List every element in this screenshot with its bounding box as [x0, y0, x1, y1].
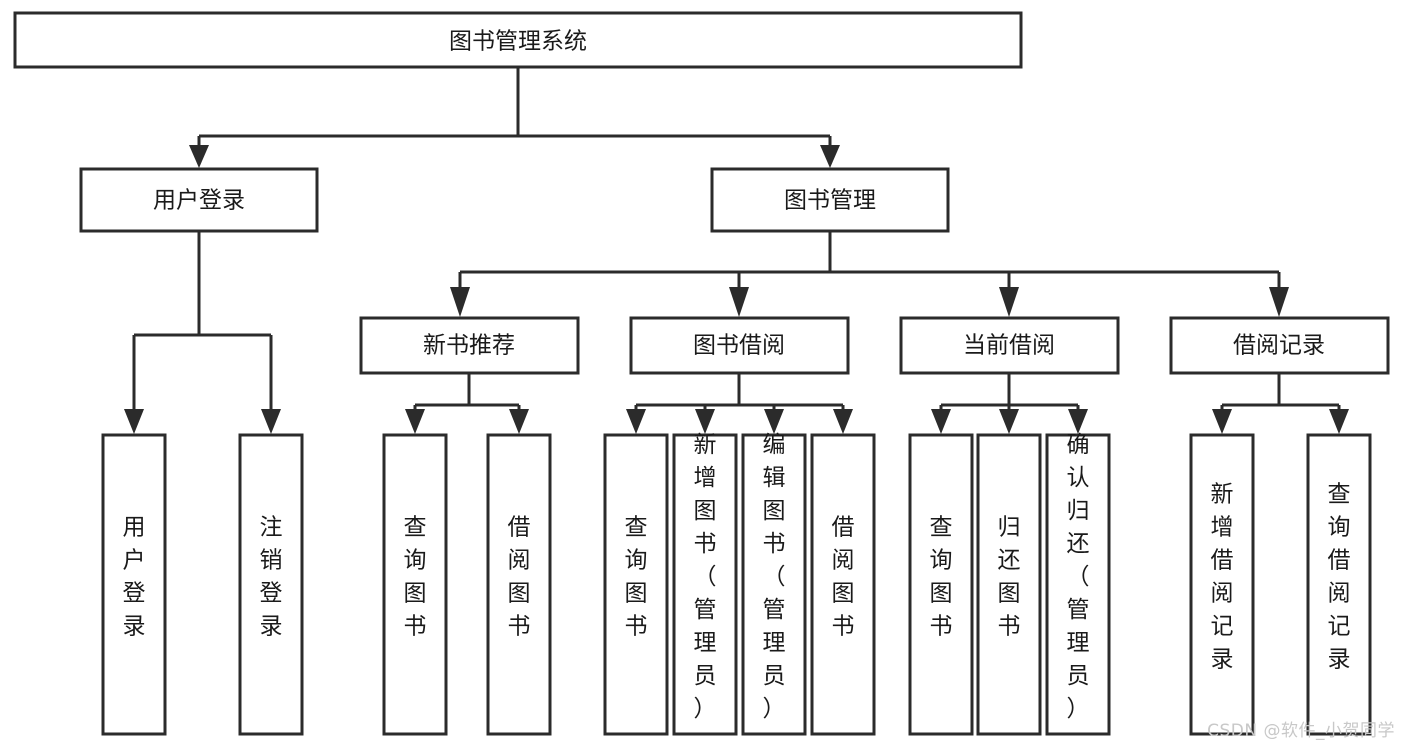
arrow-bookmgmt-to-newbook-icon — [450, 287, 470, 317]
node-leaf-12[interactable]: 新增借阅记录 — [1189, 433, 1255, 736]
node-leaf-1-box[interactable] — [101, 433, 167, 736]
node-login-box[interactable] — [79, 167, 319, 233]
arrow-borrow-to-leaf6-icon — [695, 409, 715, 434]
node-login-label: 用户登录 — [153, 188, 245, 214]
node-leaf-8[interactable]: 借阅图书 — [810, 433, 876, 736]
node-leaf-3-label: 查询图书 — [404, 515, 427, 640]
node-leaf-13-label: 查询借阅记录 — [1328, 482, 1351, 673]
node-leaf-3[interactable]: 查询图书 — [382, 433, 448, 736]
node-bookmgmt-label: 图书管理 — [784, 188, 876, 214]
node-leaf-2-label: 注销登录 — [260, 515, 283, 640]
node-leaf-2-box[interactable] — [238, 433, 304, 736]
node-leaf-9-label: 查询图书 — [930, 515, 953, 640]
node-leaf-2[interactable]: 注销登录 — [238, 433, 304, 736]
arrow-root-to-bookmgmt-icon — [820, 145, 840, 168]
connector-layer — [124, 67, 1349, 434]
node-leaf-6-label: 新增图书（管理员） — [694, 432, 717, 722]
node-leaf-12-label: 新增借阅记录 — [1211, 482, 1234, 673]
node-newbook[interactable]: 新书推荐 — [359, 316, 580, 375]
arrow-current-to-leaf9-icon — [931, 409, 951, 434]
node-leaf-10[interactable]: 归还图书 — [976, 433, 1042, 736]
node-leaf-7-label: 编辑图书（管理员） — [763, 432, 786, 722]
arrow-login-to-leaf2-icon — [261, 409, 281, 434]
node-leaf-11-box[interactable] — [1045, 433, 1111, 736]
arrow-bookmgmt-to-borrow-icon — [729, 287, 749, 317]
node-leaf-5-label: 查询图书 — [625, 515, 648, 640]
arrow-bookmgmt-to-current-icon — [999, 287, 1019, 317]
node-leaf-5-box[interactable] — [603, 433, 669, 736]
node-leaf-3-box[interactable] — [382, 433, 448, 736]
node-borrow-box[interactable] — [629, 316, 850, 375]
arrow-current-to-leaf11-icon — [1068, 409, 1088, 434]
node-current-box[interactable] — [899, 316, 1120, 375]
node-leaf-9[interactable]: 查询图书 — [908, 433, 974, 736]
arrow-borrow-to-leaf7-icon — [764, 409, 784, 434]
node-leaf-11-label: 确认归还（管理员） — [1067, 432, 1090, 722]
node-leaf-6[interactable]: 新增图书（管理员） — [672, 432, 738, 736]
node-leaf-1-label: 用户登录 — [123, 515, 146, 640]
node-leaf-8-label: 借阅图书 — [832, 515, 855, 640]
node-leaf-10-box[interactable] — [976, 433, 1042, 736]
node-borrow-label: 图书借阅 — [693, 333, 785, 359]
node-login[interactable]: 用户登录 — [79, 167, 319, 233]
node-newbook-box[interactable] — [359, 316, 580, 375]
node-leaf-4[interactable]: 借阅图书 — [486, 433, 552, 736]
node-leaf-4-box[interactable] — [486, 433, 552, 736]
node-current-label: 当前借阅 — [963, 333, 1055, 359]
arrow-records-to-leaf13-icon — [1329, 409, 1349, 434]
arrow-root-to-login-icon — [189, 145, 209, 168]
node-leaf-9-box[interactable] — [908, 433, 974, 736]
node-root-label: 图书管理系统 — [449, 29, 587, 55]
arrow-bookmgmt-to-records-icon — [1269, 287, 1289, 317]
arrow-borrow-to-leaf8-icon — [833, 409, 853, 434]
node-current[interactable]: 当前借阅 — [899, 316, 1120, 375]
arrow-borrow-to-leaf5-icon — [626, 409, 646, 434]
node-leaf-13[interactable]: 查询借阅记录 — [1306, 433, 1372, 736]
node-leaf-11[interactable]: 确认归还（管理员） — [1045, 432, 1111, 736]
node-leaf-6-box[interactable] — [672, 433, 738, 736]
node-borrow[interactable]: 图书借阅 — [629, 316, 850, 375]
arrow-newbook-to-leaf3-icon — [405, 409, 425, 434]
node-leaf-4-label: 借阅图书 — [508, 515, 531, 640]
node-leaf-10-label: 归还图书 — [998, 515, 1021, 640]
node-leaf-8-box[interactable] — [810, 433, 876, 736]
node-leaf-7-box[interactable] — [741, 433, 807, 736]
arrow-current-to-leaf10-icon — [999, 409, 1019, 434]
arrow-login-to-leaf1-icon — [124, 409, 144, 434]
node-records-label: 借阅记录 — [1233, 333, 1325, 359]
node-leaf-7[interactable]: 编辑图书（管理员） — [741, 432, 807, 736]
node-root[interactable]: 图书管理系统 — [13, 11, 1023, 69]
arrow-records-to-leaf12-icon — [1212, 409, 1232, 434]
node-root-box[interactable] — [13, 11, 1023, 69]
node-leaf-13-box[interactable] — [1306, 433, 1372, 736]
node-records-box[interactable] — [1169, 316, 1390, 375]
node-leaf-5[interactable]: 查询图书 — [603, 433, 669, 736]
arrow-newbook-to-leaf4-icon — [509, 409, 529, 434]
node-leaf-1[interactable]: 用户登录 — [101, 433, 167, 736]
node-records[interactable]: 借阅记录 — [1169, 316, 1390, 375]
node-newbook-label: 新书推荐 — [423, 333, 515, 359]
node-bookmgmt-box[interactable] — [710, 167, 950, 233]
node-leaf-12-box[interactable] — [1189, 433, 1255, 736]
node-bookmgmt[interactable]: 图书管理 — [710, 167, 950, 233]
